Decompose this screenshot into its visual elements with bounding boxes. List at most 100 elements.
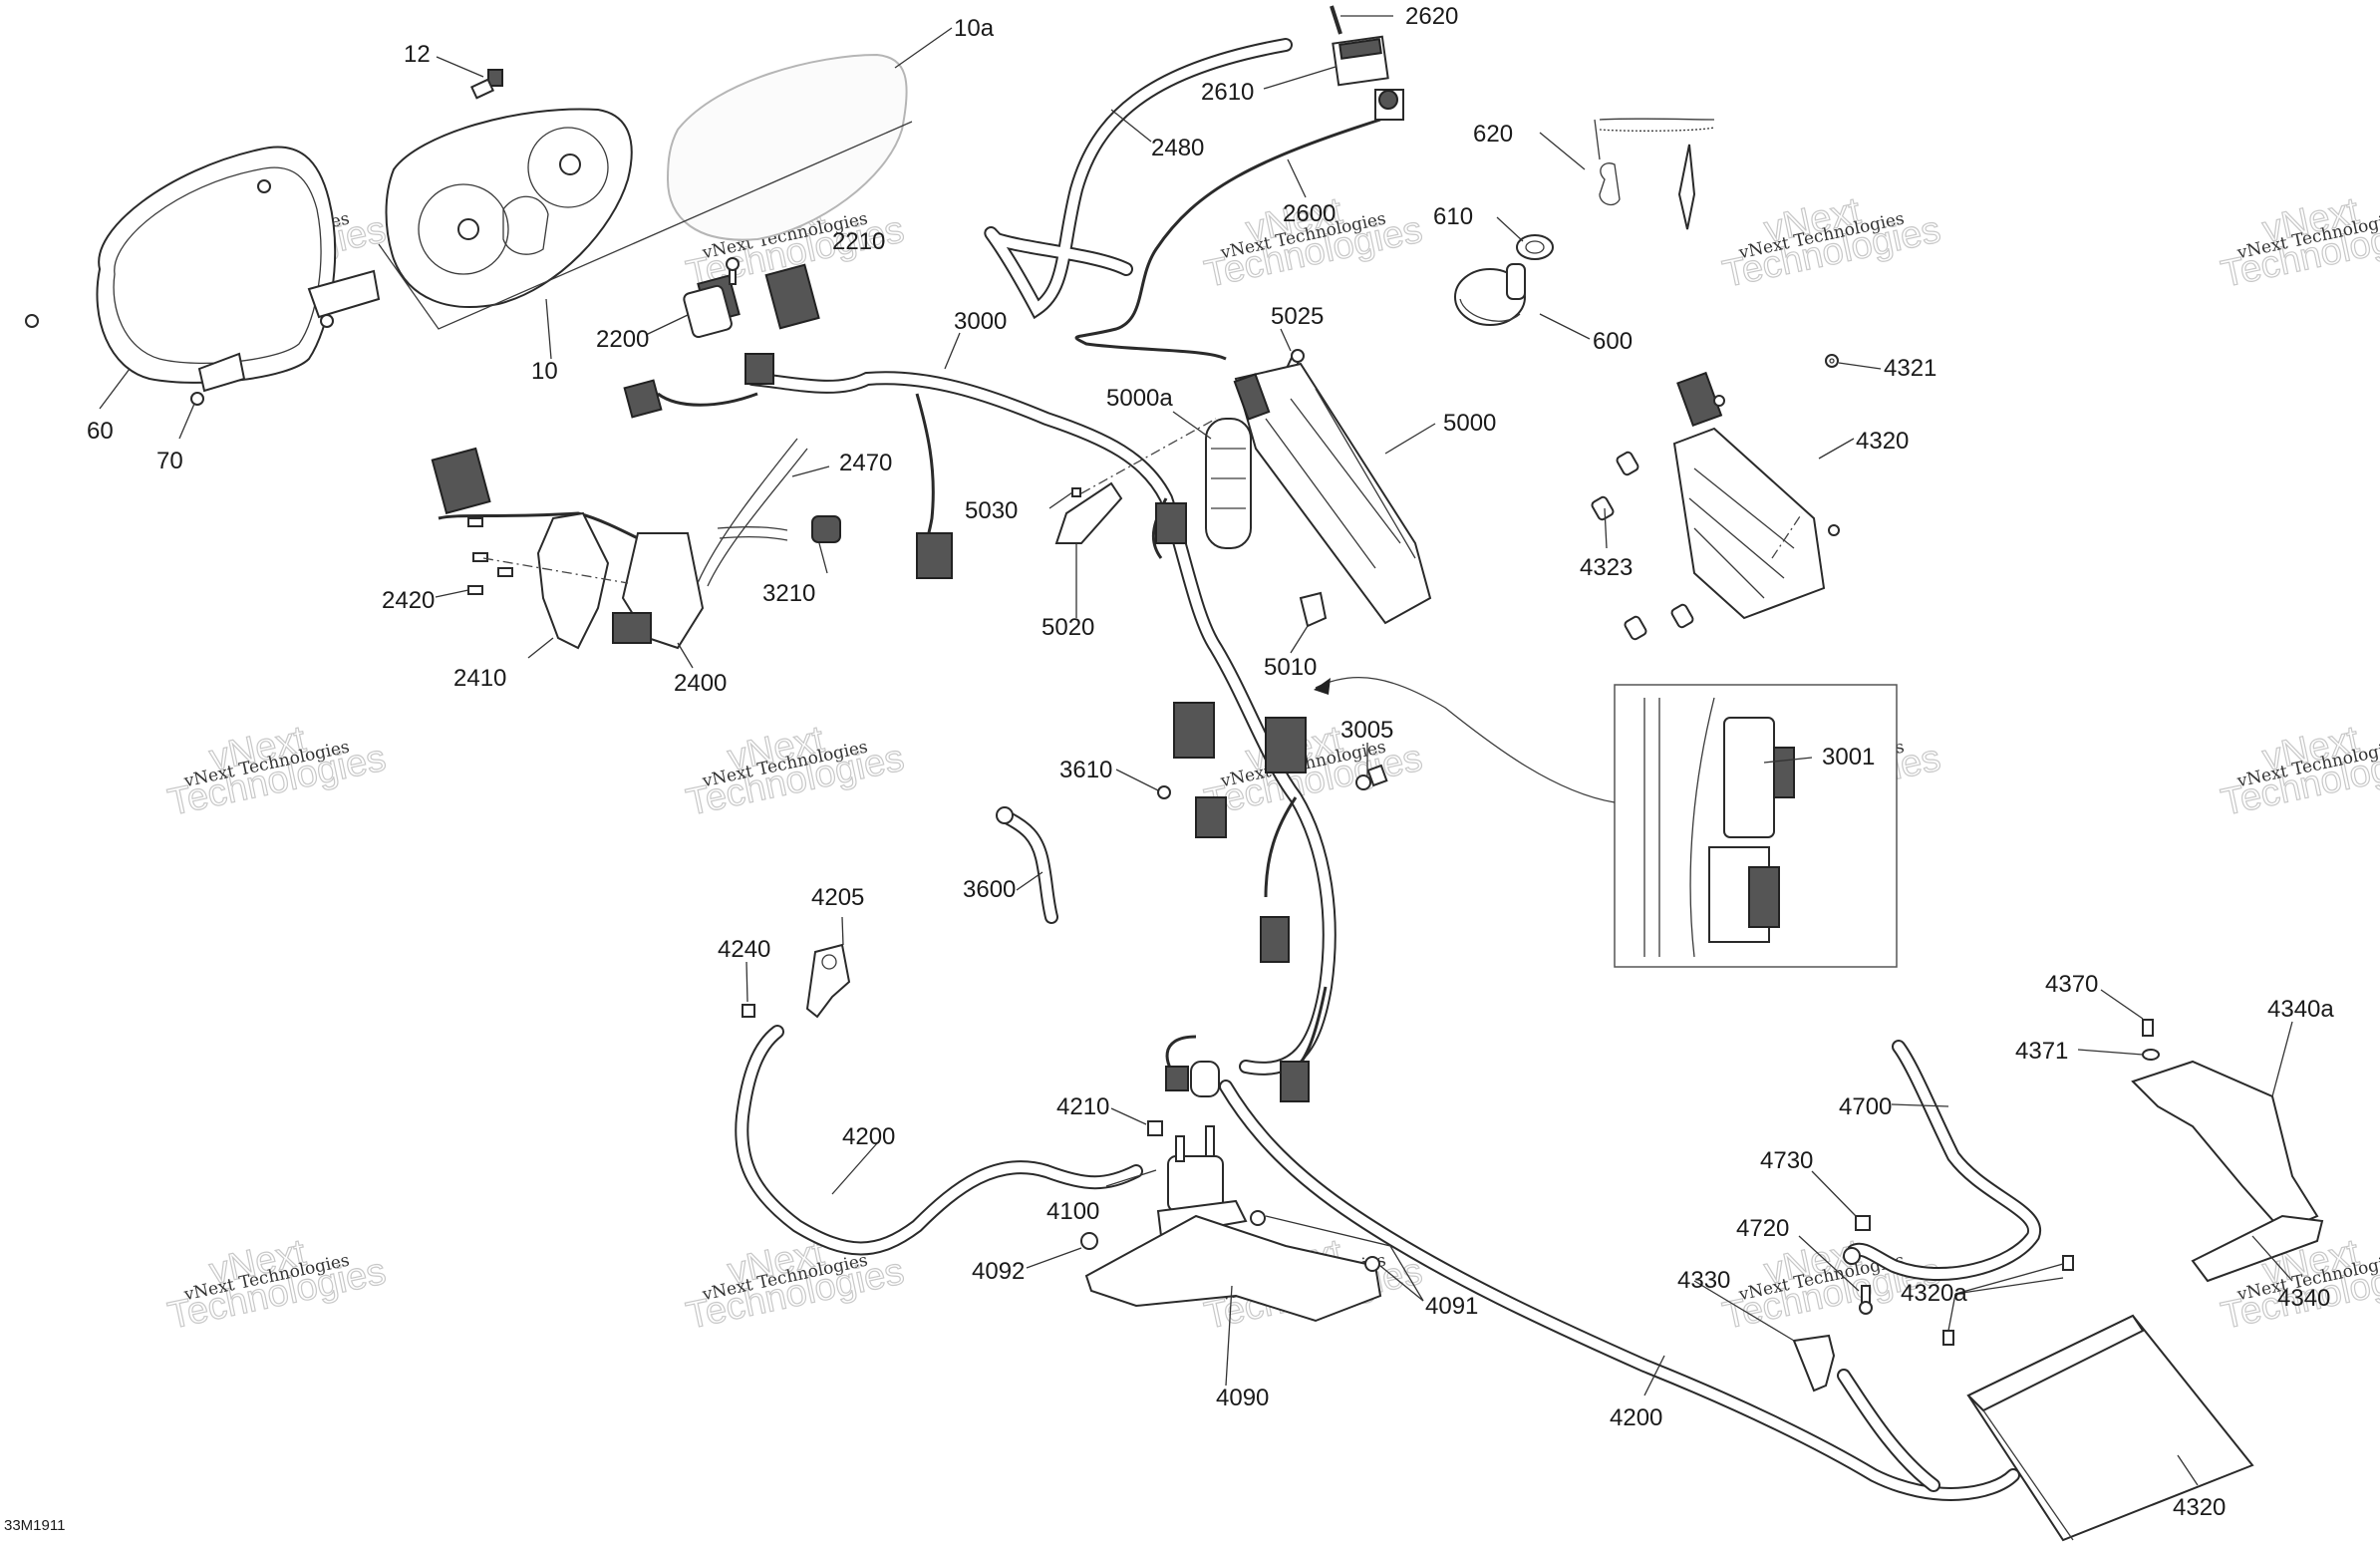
bracket-5020[interactable]: [1054, 481, 1123, 544]
screw-4240[interactable]: [742, 1004, 755, 1018]
label-3210[interactable]: 3210: [762, 580, 815, 607]
terminal-cap-4205[interactable]: [805, 943, 851, 1019]
nut-4210[interactable]: [1147, 1120, 1163, 1136]
label-2620[interactable]: 2620: [1405, 3, 1458, 30]
label-4320-battery[interactable]: 4320: [2173, 1494, 2226, 1521]
label-2200[interactable]: 2200: [596, 326, 649, 353]
label-4092[interactable]: 4092: [972, 1258, 1025, 1285]
screw-2210[interactable]: [726, 257, 740, 285]
ignition-switch-600[interactable]: [1454, 263, 1526, 326]
screw-4091[interactable]: [1250, 1210, 1380, 1272]
label-4100[interactable]: 4100: [1046, 1198, 1099, 1225]
nut-4321[interactable]: [1825, 354, 1839, 368]
cable-2470[interactable]: [697, 438, 808, 587]
label-3610[interactable]: 3610: [1059, 757, 1112, 783]
label-12[interactable]: 12: [404, 41, 431, 68]
engine-control-module-5000[interactable]: [1233, 362, 1432, 625]
label-4210[interactable]: 4210: [1056, 1093, 1109, 1120]
label-4205[interactable]: 4205: [811, 884, 864, 911]
alignment-line: [1080, 418, 1217, 494]
label-2600[interactable]: 2600: [1283, 200, 1336, 227]
battery-cable-4200-lower[interactable]: [1219, 1080, 2020, 1501]
label-4340a[interactable]: 4340a: [2267, 996, 2334, 1023]
label-5000a[interactable]: 5000a: [1106, 385, 1173, 412]
label-4200-upper[interactable]: 4200: [842, 1123, 895, 1150]
label-4240[interactable]: 4240: [718, 936, 770, 963]
screw-3610[interactable]: [1157, 785, 1171, 799]
negative-cable-4700[interactable]: [1843, 1040, 2041, 1281]
label-4321[interactable]: 4321: [1884, 355, 1936, 382]
ground-cable-3600[interactable]: [996, 806, 1058, 924]
screw-4370[interactable]: [2142, 1019, 2154, 1037]
label-5010[interactable]: 5010: [1264, 654, 1317, 681]
instrument-cluster-10[interactable]: [385, 108, 633, 308]
label-3600[interactable]: 3600: [963, 876, 1016, 903]
screw-2420[interactable]: [467, 517, 513, 595]
label-2410[interactable]: 2410: [453, 665, 506, 692]
nut-610[interactable]: [1516, 234, 1554, 260]
label-4330[interactable]: 4330: [1677, 1267, 1730, 1294]
nut-5030[interactable]: [1071, 487, 1081, 497]
bulb-12[interactable]: [469, 69, 503, 100]
screw-3005[interactable]: [1355, 764, 1388, 790]
label-5020[interactable]: 5020: [1041, 614, 1094, 641]
battery-4320[interactable]: [1966, 1314, 2254, 1542]
label-2480[interactable]: 2480: [1151, 135, 1204, 161]
label-10a[interactable]: 10a: [954, 15, 995, 42]
battery-bracket-4340a[interactable]: [2131, 1060, 2319, 1233]
label-2400[interactable]: 2400: [674, 670, 727, 697]
label-610[interactable]: 610: [1433, 203, 1473, 230]
label-2610[interactable]: 2610: [1201, 79, 1254, 106]
label-3005[interactable]: 3005: [1340, 717, 1393, 744]
label-3000[interactable]: 3000: [954, 308, 1007, 335]
handlebar-switch-2400[interactable]: [612, 532, 705, 650]
bolt-4720[interactable]: [1859, 1285, 1873, 1315]
rubber-mount-4323[interactable]: [1591, 451, 1694, 641]
voltage-regulator-4320[interactable]: [1672, 371, 1840, 620]
label-4730[interactable]: 4730: [1760, 1147, 1813, 1174]
label-10[interactable]: 10: [531, 358, 558, 385]
battery-strap-4340[interactable]: [2191, 1214, 2324, 1283]
terminal-cover-4330[interactable]: [1792, 1334, 1836, 1392]
module-connector-5000a[interactable]: [1205, 418, 1252, 549]
label-5000[interactable]: 5000: [1443, 410, 1496, 437]
hose-2480[interactable]: [984, 38, 1293, 320]
label-4090[interactable]: 4090: [1216, 1385, 1269, 1411]
connector-2200[interactable]: [683, 284, 733, 339]
pin-2620[interactable]: [1330, 5, 1342, 35]
label-4323[interactable]: 4323: [1580, 554, 1633, 581]
label-70[interactable]: 70: [156, 448, 183, 474]
label-60[interactable]: 60: [87, 418, 114, 445]
nut-4730[interactable]: [1855, 1215, 1871, 1231]
label-600[interactable]: 600: [1593, 328, 1633, 355]
label-4091[interactable]: 4091: [1425, 1293, 1478, 1320]
label-4370[interactable]: 4370: [2045, 971, 2098, 998]
label-4700[interactable]: 4700: [1839, 1093, 1892, 1120]
cable-2600[interactable]: [1074, 118, 1381, 361]
label-5030[interactable]: 5030: [965, 497, 1018, 524]
label-620[interactable]: 620: [1473, 121, 1513, 148]
screw-4092[interactable]: [1080, 1232, 1098, 1250]
tether-cord-620[interactable]: [1594, 118, 1715, 230]
label-4320a[interactable]: 4320a: [1901, 1280, 1967, 1307]
cluster-support-60[interactable]: [96, 146, 381, 393]
clip-5010[interactable]: [1299, 591, 1328, 628]
battery-cable-4200-upper[interactable]: [735, 1025, 1143, 1256]
label-2420[interactable]: 2420: [382, 587, 435, 614]
label-2470[interactable]: 2470: [839, 450, 892, 476]
switch-cover-2610[interactable]: [1332, 35, 1389, 87]
label-5025[interactable]: 5025: [1271, 303, 1324, 330]
label-4340[interactable]: 4340: [2277, 1285, 2330, 1312]
fuse-box-detail-3001[interactable]: [1614, 684, 1898, 968]
label-4371[interactable]: 4371: [2015, 1038, 2068, 1065]
sensor-3210[interactable]: [811, 515, 841, 543]
cluster-lens-10a[interactable]: [666, 53, 908, 241]
solenoid-support-4090[interactable]: [1084, 1214, 1382, 1323]
label-4320-regulator[interactable]: 4320: [1856, 428, 1909, 455]
label-3001[interactable]: 3001: [1822, 744, 1875, 771]
switch-housing-2410[interactable]: [536, 511, 610, 650]
label-4200-lower[interactable]: 4200: [1610, 1404, 1662, 1431]
label-2210[interactable]: 2210: [832, 228, 885, 255]
label-4720[interactable]: 4720: [1736, 1215, 1789, 1242]
washer-4371[interactable]: [2142, 1049, 2160, 1061]
